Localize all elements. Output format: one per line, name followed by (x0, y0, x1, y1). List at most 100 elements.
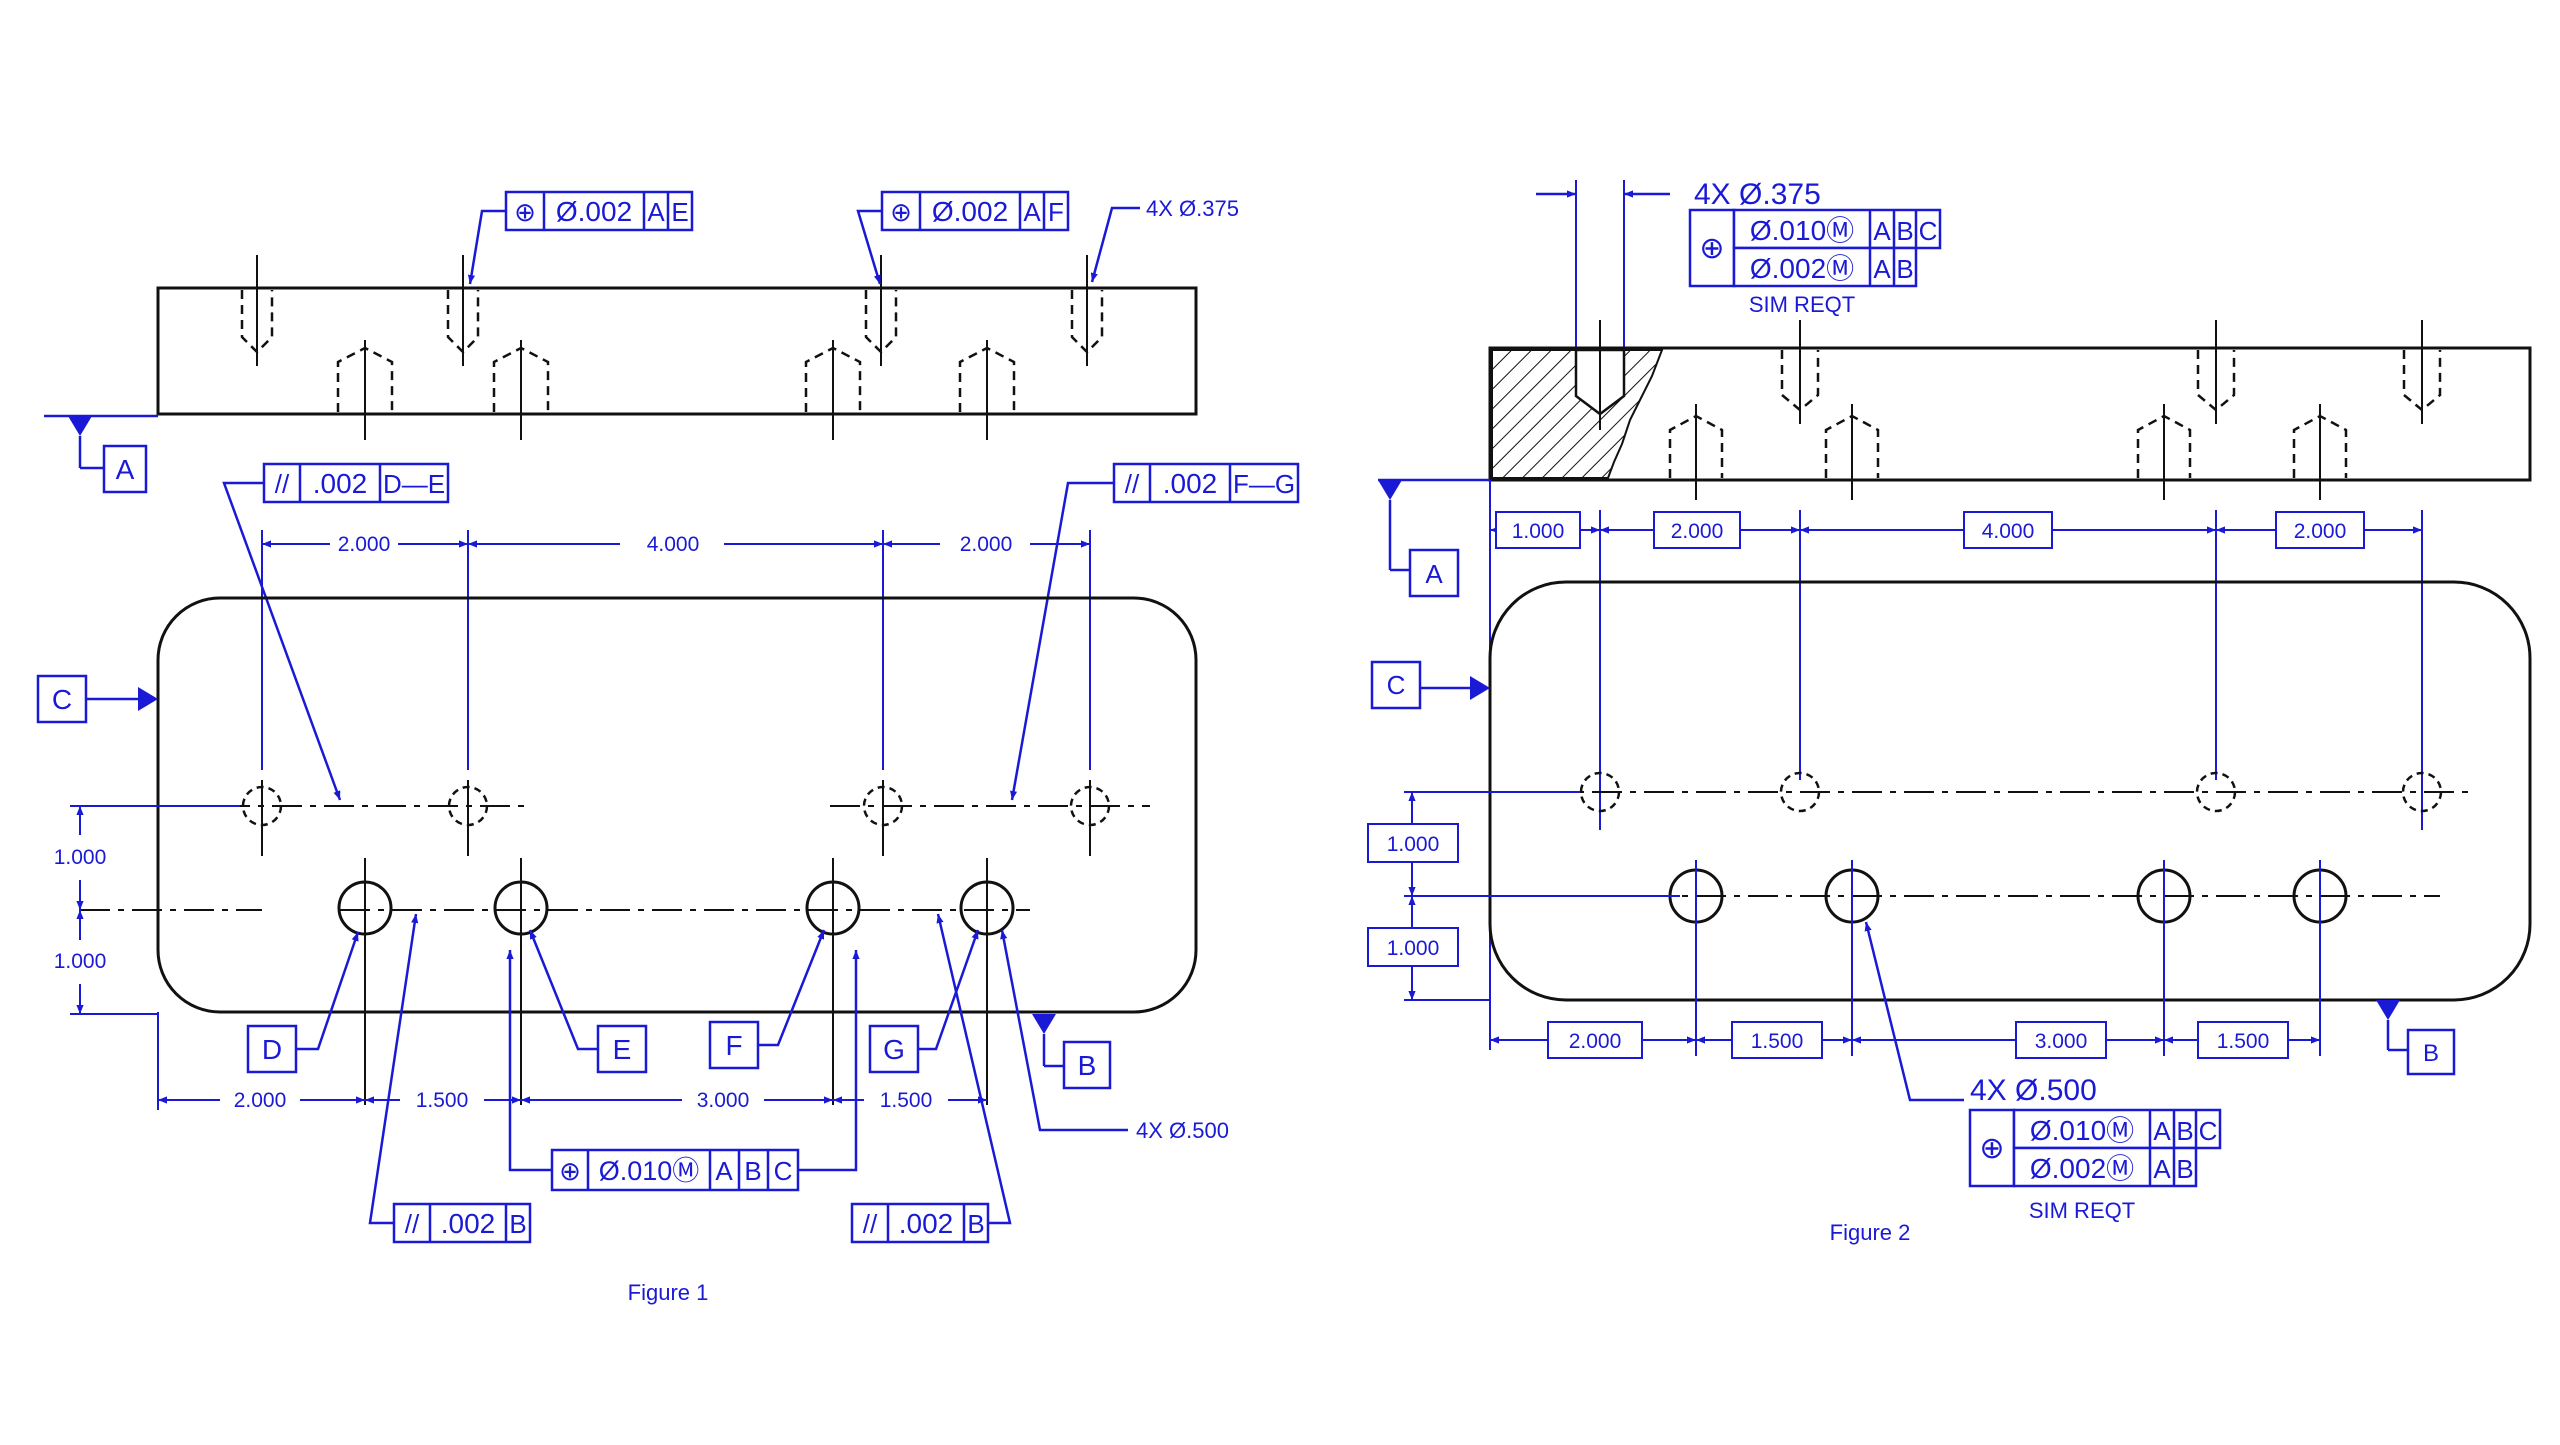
fig1-datum-c-label: C (52, 684, 72, 715)
fig1-datum-f-label: F (725, 1030, 742, 1061)
fcf-datum: B (509, 1209, 526, 1239)
figure-2: 4X Ø.375 ⊕ Ø.010Ⓜ A B C Ø.002Ⓜ A B SIM R… (1367, 178, 2532, 1245)
fig1-datum-e: E (528, 929, 648, 1074)
fcf-tolerance: .002 (441, 1208, 496, 1239)
fig1-dims-bottom: 2.000 1.500 3.000 1.500 (158, 1089, 987, 1112)
fcf-tolerance: .002 (313, 468, 368, 499)
dim-2000: 2.000 (1569, 1030, 1622, 1053)
fcf-datum: B (2176, 1116, 2193, 1146)
note-text: 4X Ø.375 (1146, 196, 1239, 221)
fcf-datum: A (2153, 1116, 2171, 1146)
dim-2000: 2.000 (338, 533, 391, 556)
fig2-datum-a-label: A (1425, 559, 1443, 589)
note-text: 4X Ø.500 (1970, 1074, 2097, 1107)
dim-1000: 1.000 (1387, 937, 1440, 960)
fig1-datum-g-label: G (883, 1034, 905, 1065)
fig2-datum-b-label: B (2423, 1040, 2439, 1067)
fig1-datum-a: A (44, 414, 158, 494)
dim-1500: 1.500 (1751, 1030, 1804, 1053)
dim-1000: 1.000 (54, 846, 107, 869)
dim-1500: 1.500 (880, 1089, 933, 1112)
fcf-tolerance: Ø.002Ⓜ (2030, 1153, 2134, 1184)
fig1-dims-side: 1.000 1.000 (54, 805, 240, 1015)
fcf-datum: C (1919, 216, 1938, 246)
parallelism-symbol: // (275, 469, 290, 499)
fig1-datum-c: C (36, 674, 158, 724)
fcf-tolerance: Ø.010Ⓜ (599, 1156, 700, 1186)
fig2-bottom-holes (1668, 414, 2348, 478)
fcf-datum: A (1023, 197, 1041, 227)
dim-1500: 1.500 (2217, 1030, 2270, 1053)
fig1-datum-g: G (868, 929, 980, 1074)
fcf-datum: A (1873, 216, 1891, 246)
parallelism-symbol: // (405, 1209, 420, 1239)
fcf-datum: F (1048, 197, 1064, 227)
dim-3000: 3.000 (2035, 1030, 2088, 1053)
figure-1: A ⊕ Ø.002 A E ⊕ Ø.002 A F 4X Ø (36, 190, 1300, 1305)
fig1-small-holes (241, 785, 1111, 827)
dim-1000: 1.000 (1512, 520, 1565, 543)
fig2-fcf-large-holes: ⊕ Ø.010Ⓜ A B C Ø.002Ⓜ A B SIM REQT (1968, 1108, 2222, 1223)
fig1-fcf-parallel-b-right: // .002 B (850, 913, 1012, 1244)
fcf-tolerance: Ø.002 (556, 196, 632, 227)
dim-2000: 2.000 (2294, 520, 2347, 543)
fig2-fcf-small-holes: ⊕ Ø.010Ⓜ A B C Ø.002Ⓜ A B SIM REQT (1688, 208, 1942, 317)
fig2-dims-top: 1.000 2.000 4.000 2.000 (1490, 511, 2422, 549)
fig1-fcf-top-right: ⊕ Ø.002 A F (856, 190, 1070, 285)
fig1-large-holes (337, 880, 1015, 936)
fig1-datum-d: D (246, 931, 360, 1074)
fig1-fcf-position-large: ⊕ Ø.010Ⓜ A B C (506, 950, 860, 1192)
fcf-datum: B (967, 1209, 984, 1239)
fig1-top-holes (240, 290, 1104, 354)
fig1-datum-e-label: E (613, 1034, 632, 1065)
fig2-datum-c: C (1370, 660, 1490, 710)
fig1-side-view (156, 286, 1198, 416)
fig1-fcf-parallel-de: // .002 D—E (222, 462, 450, 801)
dim-2000: 2.000 (234, 1089, 287, 1112)
fig1-datum-b-label: B (1078, 1050, 1097, 1081)
fcf-tolerance: .002 (899, 1208, 954, 1239)
position-symbol: ⊕ (1979, 1132, 2004, 1165)
dim-4000: 4.000 (647, 533, 700, 556)
fcf-tolerance: Ø.002Ⓜ (1750, 253, 1854, 284)
fig1-fcf-parallel-fg: // .002 F—G (1010, 462, 1300, 801)
dim-2000: 2.000 (1671, 520, 1724, 543)
fig2-top-holes (1780, 350, 2442, 412)
fig2-datum-c-label: C (1387, 670, 1406, 700)
fcf-tolerance: Ø.010Ⓜ (1750, 215, 1854, 246)
note-text: 4X Ø.375 (1694, 178, 1821, 211)
fig2-note-small-holes: 4X Ø.375 (1536, 178, 1821, 350)
fig1-datum-b: B (1032, 1014, 1112, 1090)
fcf-datum: C (774, 1156, 793, 1186)
fig2-note-large-holes: 4X Ø.500 (1864, 921, 2097, 1107)
fig2-datum-b: B (2376, 1000, 2456, 1076)
fig1-note-large-holes: 4X Ø.500 (1000, 929, 1229, 1143)
fig1-caption: Figure 1 (628, 1280, 709, 1305)
fcf-tolerance: Ø.002 (932, 196, 1008, 227)
fcf-datum: A (647, 197, 665, 227)
parallelism-symbol: // (1125, 469, 1140, 499)
fig1-datum-f: F (708, 929, 826, 1070)
fig2-dims-bottom: 2.000 1.500 3.000 1.500 (1490, 1021, 2320, 1059)
fig2-small-holes (1579, 771, 2443, 813)
dim-3000: 3.000 (697, 1089, 750, 1112)
fcf-datum: E (671, 197, 688, 227)
fcf-datum: A (715, 1156, 733, 1186)
fig1-bottom-holes (336, 346, 1016, 412)
position-symbol: ⊕ (1699, 232, 1724, 265)
fig2-side-view (1488, 346, 2532, 482)
dim-1000: 1.000 (1387, 833, 1440, 856)
fig1-datum-d-label: D (262, 1034, 282, 1065)
dim-4000: 4.000 (1982, 520, 2035, 543)
fig1-dims-top: 2.000 4.000 2.000 (262, 533, 1090, 556)
position-symbol: ⊕ (890, 197, 912, 227)
fcf-datum: C (2199, 1116, 2218, 1146)
parallelism-symbol: // (863, 1209, 878, 1239)
fcf-tolerance: .002 (1163, 468, 1218, 499)
fig2-dims-side: 1.000 1.000 (1367, 791, 1680, 1001)
sim-reqt-label: SIM REQT (1749, 292, 1855, 317)
fcf-datum: B (744, 1156, 761, 1186)
fig1-fcf-parallel-b-left: // .002 B (368, 913, 532, 1244)
